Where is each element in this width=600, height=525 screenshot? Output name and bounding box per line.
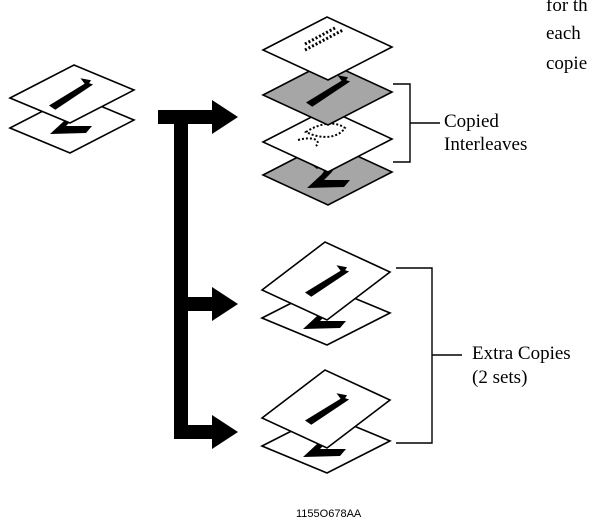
extra-set-1-sheet-1 xyxy=(260,241,392,321)
distribution-arrows xyxy=(158,100,238,449)
interleave-sheet-b xyxy=(261,108,394,173)
interleave-sheet-a xyxy=(261,16,394,81)
extra-copy-set-1 xyxy=(260,241,392,346)
extra-copies-bracket xyxy=(396,267,462,444)
header-text-line-2: each xyxy=(546,23,581,44)
extra-copy-set-2 xyxy=(260,369,392,474)
interleaved-sheet-1 xyxy=(261,61,394,126)
copied-interleaves-bracket xyxy=(393,83,440,163)
extra-copies-label-line-2: (2 sets) xyxy=(472,367,528,388)
original-sheet-1 xyxy=(8,64,136,124)
figure-code: 1155O678AA xyxy=(296,508,362,520)
interleaved-stack xyxy=(261,16,394,206)
original-stack xyxy=(8,64,136,154)
copied-interleaves-label-line-1: Copied xyxy=(444,111,499,132)
header-text-line-1: for th xyxy=(546,0,588,16)
copied-interleaves-label-line-2: Interleaves xyxy=(444,134,528,155)
extra-set-2-sheet-1 xyxy=(260,369,392,449)
header-text-line-3: copie xyxy=(546,53,588,74)
extra-copies-label-line-1: Extra Copies xyxy=(472,343,571,364)
